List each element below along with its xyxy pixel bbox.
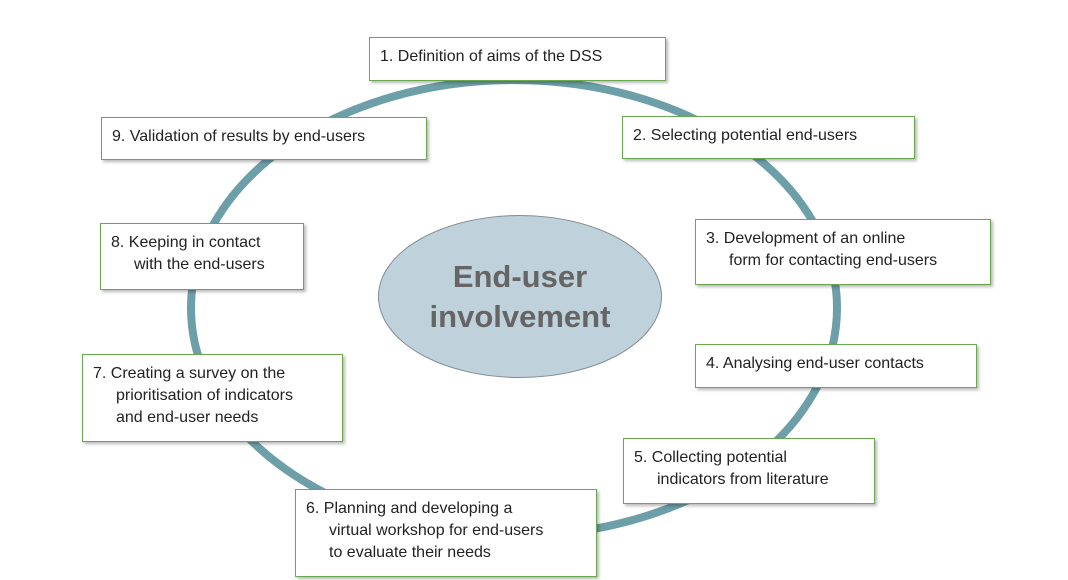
step-9-box: 9. Validation of results by end-users xyxy=(101,117,427,160)
step-1-line-1: 1. Definition of aims of the DSS xyxy=(380,48,603,65)
step-3-line-2: form for contacting end-users xyxy=(729,252,938,269)
step-8-line-1: 8. Keeping in contact xyxy=(111,234,261,251)
center-label-line-1: End-user xyxy=(452,258,588,294)
step-5-line-1: 5. Collecting potential xyxy=(634,449,787,466)
center-label: End-user involvement xyxy=(378,215,662,378)
step-7-box: 7. Creating a survey on the prioritisati… xyxy=(82,354,343,442)
step-4-box: 4. Analysing end-user contacts xyxy=(695,344,977,388)
step-3-box: 3. Development of an online form for con… xyxy=(695,219,991,285)
step-8-box: 8. Keeping in contact with the end-users xyxy=(100,223,304,290)
step-6-box: 6. Planning and developing a virtual wor… xyxy=(295,489,597,577)
step-5-line-2: indicators from literature xyxy=(657,471,829,488)
step-8-line-2: with the end-users xyxy=(134,256,265,273)
step-2-line-1: 2. Selecting potential end-users xyxy=(633,127,858,144)
step-3-line-1: 3. Development of an online xyxy=(706,230,906,247)
step-2-box: 2. Selecting potential end-users xyxy=(622,116,915,159)
step-6-line-3: to evaluate their needs xyxy=(329,544,491,561)
step-1-box: 1. Definition of aims of the DSS xyxy=(369,37,666,81)
center-label-line-2: involvement xyxy=(429,298,611,334)
step-5-box: 5. Collecting potential indicators from … xyxy=(623,438,875,504)
step-7-line-1: 7. Creating a survey on the xyxy=(93,365,286,382)
step-4-line-1: 4. Analysing end-user contacts xyxy=(706,355,924,372)
step-9-line-1: 9. Validation of results by end-users xyxy=(112,128,366,145)
step-7-line-2: prioritisation of indicators xyxy=(116,387,293,404)
step-6-line-2: virtual workshop for end-users xyxy=(329,522,544,539)
step-7-line-3: and end-user needs xyxy=(116,409,259,426)
step-6-line-1: 6. Planning and developing a xyxy=(306,500,513,517)
